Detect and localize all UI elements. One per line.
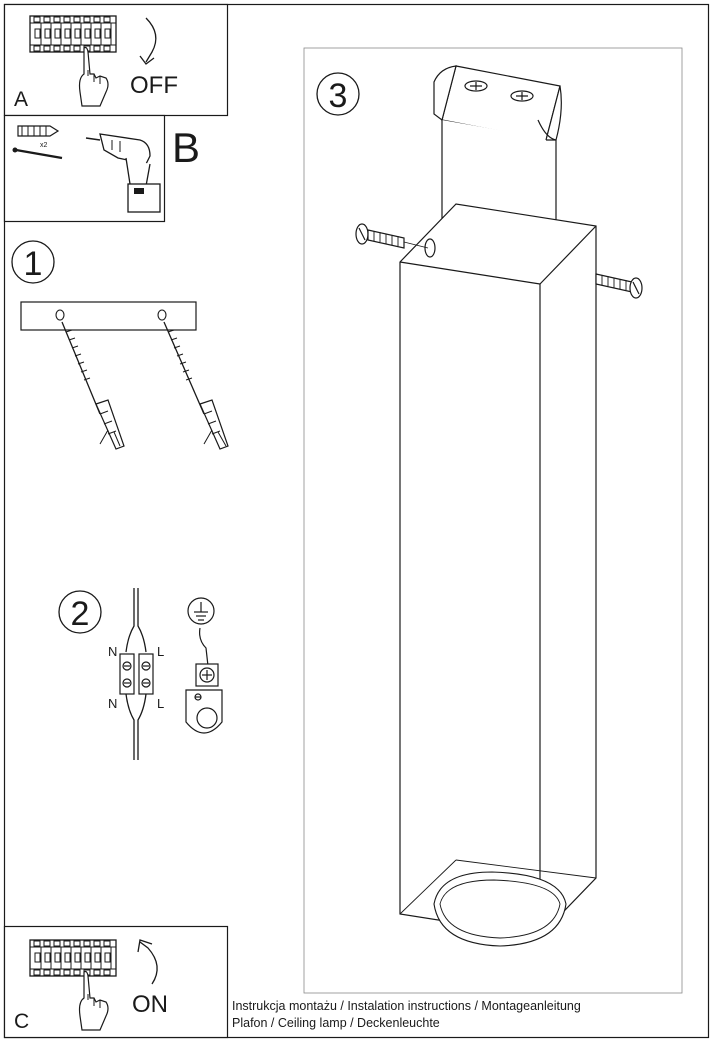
caption-title: Instrukcja montażu / Instalation instruc… [232, 999, 581, 1013]
ground-terminal-icon [185, 663, 223, 734]
step-1-number: 1 [24, 245, 43, 283]
quantity-label: x2 [40, 142, 48, 149]
live-label-top: L [157, 644, 164, 659]
panel-b: x2 B [3, 114, 200, 223]
caption-product: Plafon / Ceiling lamp / Deckenleuchte [232, 1016, 440, 1030]
panel-a: A OFF [3, 3, 229, 117]
wall-plug-icon [199, 399, 229, 450]
arrow-down-icon [139, 17, 157, 65]
panel-c: C ON [3, 925, 229, 1039]
mounting-bracket [433, 65, 562, 223]
panel-c-action: ON [132, 991, 168, 1018]
wall-plug-icon [17, 125, 60, 137]
step-1: 1 [11, 240, 229, 450]
lamp-opening [433, 871, 567, 947]
screw-icon [595, 273, 643, 299]
terminal-block [119, 653, 154, 695]
instructions-caption: Instrukcja montażu / Instalation instruc… [232, 998, 702, 1032]
arrow-up-icon [137, 939, 158, 985]
step-3-frame [303, 47, 683, 994]
supply-cable [125, 588, 147, 760]
screw-icon [61, 321, 101, 415]
screw-icon [355, 223, 429, 249]
panel-b-label: B [172, 124, 200, 171]
live-label-bottom: L [157, 696, 164, 711]
sheet-border [3, 3, 710, 1039]
wall-plug-icon [95, 399, 125, 450]
ceiling-plate [20, 301, 197, 331]
panel-c-label: C [14, 1010, 29, 1033]
step-2-number: 2 [71, 595, 90, 633]
step-2: 2 N L N L [58, 588, 223, 760]
ground-wire [199, 627, 209, 667]
panel-a-label: A [14, 88, 28, 111]
ground-symbol-icon [187, 597, 215, 625]
screw-icon [163, 321, 205, 415]
neutral-label-bottom: N [108, 696, 117, 711]
neutral-label-top: N [108, 644, 117, 659]
circuit-breaker-icon [29, 15, 117, 53]
drill-icon [85, 133, 161, 213]
step-3-number: 3 [329, 77, 348, 115]
circuit-breaker-icon [29, 939, 117, 977]
lamp-body [399, 203, 597, 937]
panel-a-action: OFF [130, 72, 178, 99]
screw-icon [12, 147, 63, 160]
step-3: 3 [316, 65, 643, 947]
